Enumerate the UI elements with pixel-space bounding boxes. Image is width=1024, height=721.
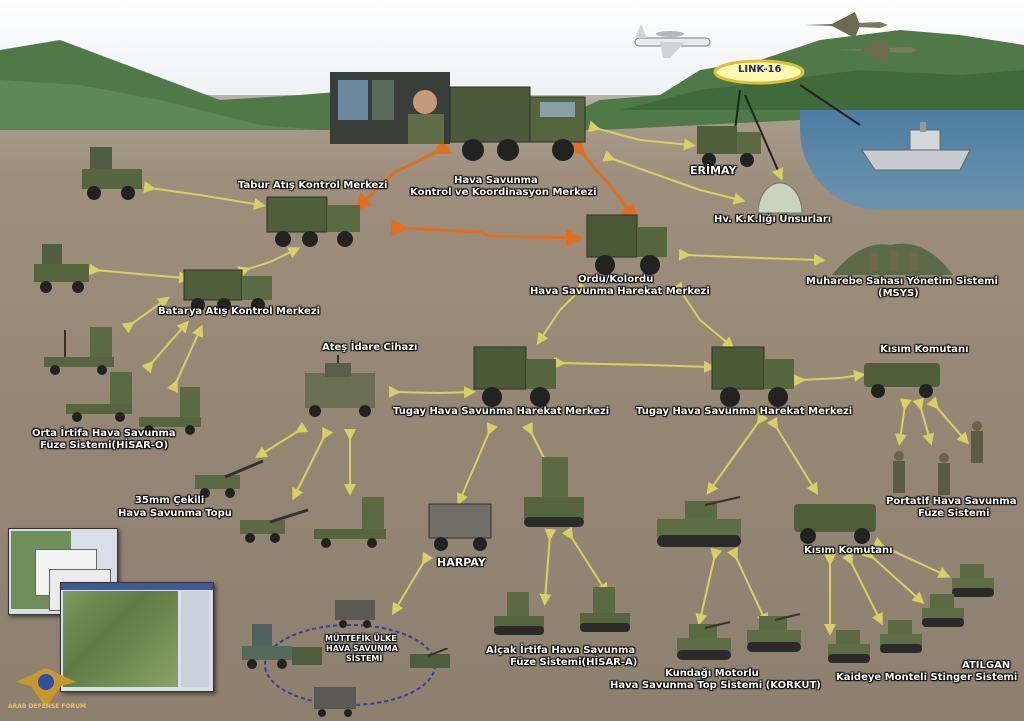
- link16-ring: [713, 59, 805, 85]
- arab-defense-forum-logo: [16, 668, 76, 708]
- generator-icon: [292, 647, 322, 665]
- msys-label-1: Muharebe Sahası Yönetim Sistemi: [806, 276, 998, 287]
- hq-label-1: Hava Savunma: [454, 175, 538, 186]
- orta-label-2: Füze Sistemi(HİSAR-O): [40, 440, 169, 451]
- mountain-range: [0, 30, 1024, 130]
- tank-icon: [747, 613, 801, 652]
- orta-label-1: Orta İrtifa Hava Savunma: [32, 428, 176, 439]
- missile-launcher-icon: [410, 648, 450, 668]
- muttefik-label-1: MÜTTEFİK ÜLKE: [325, 634, 397, 643]
- missile-launcher-icon: [139, 387, 201, 435]
- tank-icon: [952, 564, 994, 597]
- missile-launcher-icon: [44, 327, 114, 375]
- tabur-label: Tabur Atış Kontrol Merkezi: [238, 180, 388, 191]
- hvkk-label: Hv. K.K.lığı Unsurları: [714, 214, 832, 225]
- radar-truck-icon: [242, 624, 292, 669]
- soldier-icon: [893, 451, 905, 493]
- command-truck-icon: [473, 346, 556, 407]
- kisim-bottom-label: Kısım Komutanı: [804, 545, 893, 556]
- tank-icon: [922, 594, 964, 627]
- muttefik-label-3: SİSTEMİ: [346, 654, 383, 663]
- command-jeep-icon: [864, 363, 940, 398]
- top35-label-2: Hava Savunma Topu: [118, 508, 232, 519]
- msys-soldiers-photo: [832, 243, 953, 275]
- msys-label-2: (MSYS): [878, 288, 919, 299]
- command-truck-icon: [711, 346, 794, 407]
- command-truck-icon: [183, 269, 272, 312]
- alcak-label-2: Füze Sistemi(HİSAR-A): [510, 657, 638, 668]
- command-truck-icon: [314, 687, 356, 717]
- soldier-icon: [938, 453, 950, 495]
- command-truck-icon: [449, 86, 586, 161]
- portatif-label-1: Portatif Hava Savunma: [886, 496, 1017, 507]
- portatif-label-2: Füze Sistemi: [918, 508, 990, 519]
- link16-label: LINK-16: [738, 64, 782, 75]
- logo-text: ARAB DEFENSE FORUM: [7, 703, 87, 710]
- ates-label: Ateş İdare Cihazı: [322, 342, 418, 353]
- erimay-label: ERİMAY: [690, 164, 737, 177]
- batarya-label: Batarya Atış Kontrol Merkezi: [158, 306, 321, 317]
- alcak-label-1: Alçak İrtifa Hava Savunma: [486, 645, 636, 656]
- radar-truck-icon: [34, 244, 89, 293]
- tugay-right-label: Tugay Hava Savunma Harekat Merkezi: [636, 406, 853, 417]
- radar-dome-icon: [757, 182, 803, 214]
- tank-icon: [677, 621, 731, 660]
- soldier-icon: [971, 421, 983, 463]
- software-screenshot-2: [60, 582, 214, 692]
- harpay-vehicle-icon: [428, 503, 492, 551]
- atilgan-label-1: ATILGAN: [962, 660, 1011, 671]
- missile-launcher-icon: [66, 372, 132, 422]
- kundagi-label-2: Hava Savunma Top Sistemi (KORKUT): [610, 680, 821, 691]
- missile-launcher-icon: [524, 457, 584, 527]
- fire-control-unit-icon: [305, 355, 375, 417]
- gun-icon: [240, 508, 309, 543]
- missile-launcher-icon: [314, 497, 386, 548]
- frigate-ship-icon: [861, 122, 971, 171]
- radar-truck-icon: [82, 147, 142, 200]
- hq-label-2: Kontrol ve Koordinasyon Merkezi: [410, 187, 597, 198]
- gun-icon: [195, 459, 264, 498]
- tank-icon: [657, 496, 741, 547]
- muttefik-label-2: HAVA SAVUNMA: [326, 644, 398, 653]
- command-truck-icon: [586, 214, 667, 275]
- command-truck-icon: [266, 196, 360, 247]
- kundagi-label-1: Kundağı Motorlu: [665, 668, 759, 679]
- missile-launcher-icon: [494, 592, 544, 635]
- harpay-label: HARPAY: [437, 556, 486, 569]
- top35-label-1: 35mm Çekili: [135, 495, 205, 506]
- operator-console-photo: [330, 72, 450, 144]
- tugay-left-label: Tugay Hava Savunma Harekat Merkezi: [393, 406, 610, 417]
- kisim-top-label: Kısım Komutanı: [880, 344, 969, 355]
- link-tabur-ordu: [390, 218, 584, 247]
- command-truck-icon: [335, 600, 375, 628]
- command-truck-icon: [697, 126, 761, 167]
- ordu-label-1: Ordu/Kolordu: [578, 274, 654, 285]
- ordu-label-2: Hava Savunma Harekat Merkezi: [530, 286, 710, 297]
- link-hq-tabur: [353, 137, 453, 212]
- tank-icon: [828, 630, 870, 663]
- atilgan-label-2: Kaideye Monteli Stinger Sistemi: [836, 672, 1018, 683]
- awacs-aircraft-icon: [634, 24, 711, 58]
- command-jeep-icon: [794, 504, 876, 544]
- missile-launcher-icon: [580, 587, 630, 632]
- fighter-jet-icon: [835, 37, 918, 63]
- fighter-jet-icon: [805, 12, 888, 38]
- tank-icon: [880, 620, 922, 653]
